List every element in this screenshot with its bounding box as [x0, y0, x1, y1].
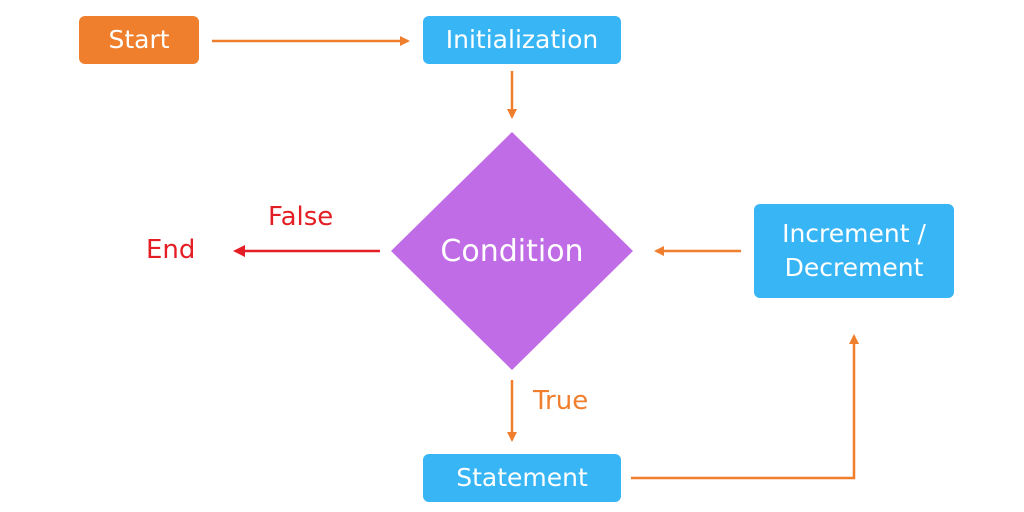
increment-label: Increment / Decrement	[782, 219, 926, 282]
false-edge-label: False	[268, 202, 333, 232]
increment-node: Increment / Decrement	[754, 204, 954, 298]
end-node: End	[146, 235, 195, 265]
statement-label: Statement	[456, 463, 588, 493]
true-label: True	[533, 386, 589, 416]
statement-node: Statement	[423, 454, 621, 502]
initialization-node: Initialization	[423, 16, 621, 64]
start-label: Start	[108, 25, 170, 55]
condition-diamond	[391, 132, 633, 370]
end-label: End	[146, 235, 196, 265]
start-node: Start	[79, 16, 199, 64]
true-edge-label: True	[533, 386, 588, 416]
arrow-statement-to-increment	[631, 334, 859, 480]
false-label: False	[268, 202, 334, 232]
initialization-label: Initialization	[445, 25, 599, 55]
